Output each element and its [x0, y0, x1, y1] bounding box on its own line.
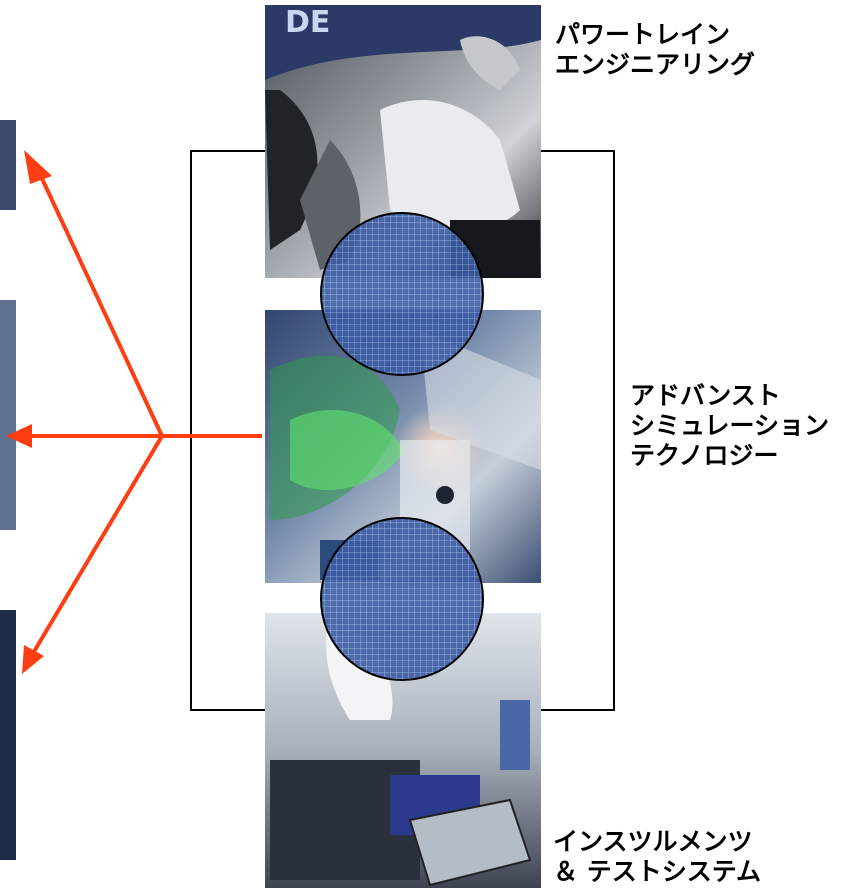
label-instruments-line2: ＆ テストシステム — [553, 857, 761, 886]
label-powertrain-line2: エンジニアリング — [555, 50, 756, 79]
lens-lower — [320, 517, 484, 681]
label-powertrain: パワートレイン エンジニアリング — [555, 20, 755, 80]
label-simulation-line2: シミュレーション — [630, 411, 830, 440]
edge-strip-bottom — [0, 610, 16, 860]
edge-strip-top — [0, 120, 16, 210]
right-bracket-line — [541, 150, 615, 711]
label-simulation: アドバンスト シミュレーション テクノロジー — [630, 381, 829, 471]
label-simulation-line3: テクノロジー — [630, 441, 779, 470]
label-simulation-line1: アドバンスト — [630, 381, 781, 410]
edge-strip-middle — [0, 300, 16, 530]
label-instruments-line1: インスツルメンツ — [553, 827, 753, 856]
label-powertrain-line1: パワートレイン — [555, 20, 731, 49]
arrow-group — [6, 150, 262, 674]
arrow-down-shaft — [30, 434, 164, 657]
lens-upper — [320, 212, 484, 376]
svg-text:DE: DE — [285, 5, 330, 40]
label-instruments: インスツルメンツ ＆ テストシステム — [553, 827, 761, 887]
left-bracket-line — [190, 150, 265, 711]
arrow-down-head — [22, 645, 44, 674]
arrow-up-head — [24, 150, 52, 184]
arrow-up-shaft — [36, 169, 164, 437]
arrow-left-head — [6, 424, 32, 448]
